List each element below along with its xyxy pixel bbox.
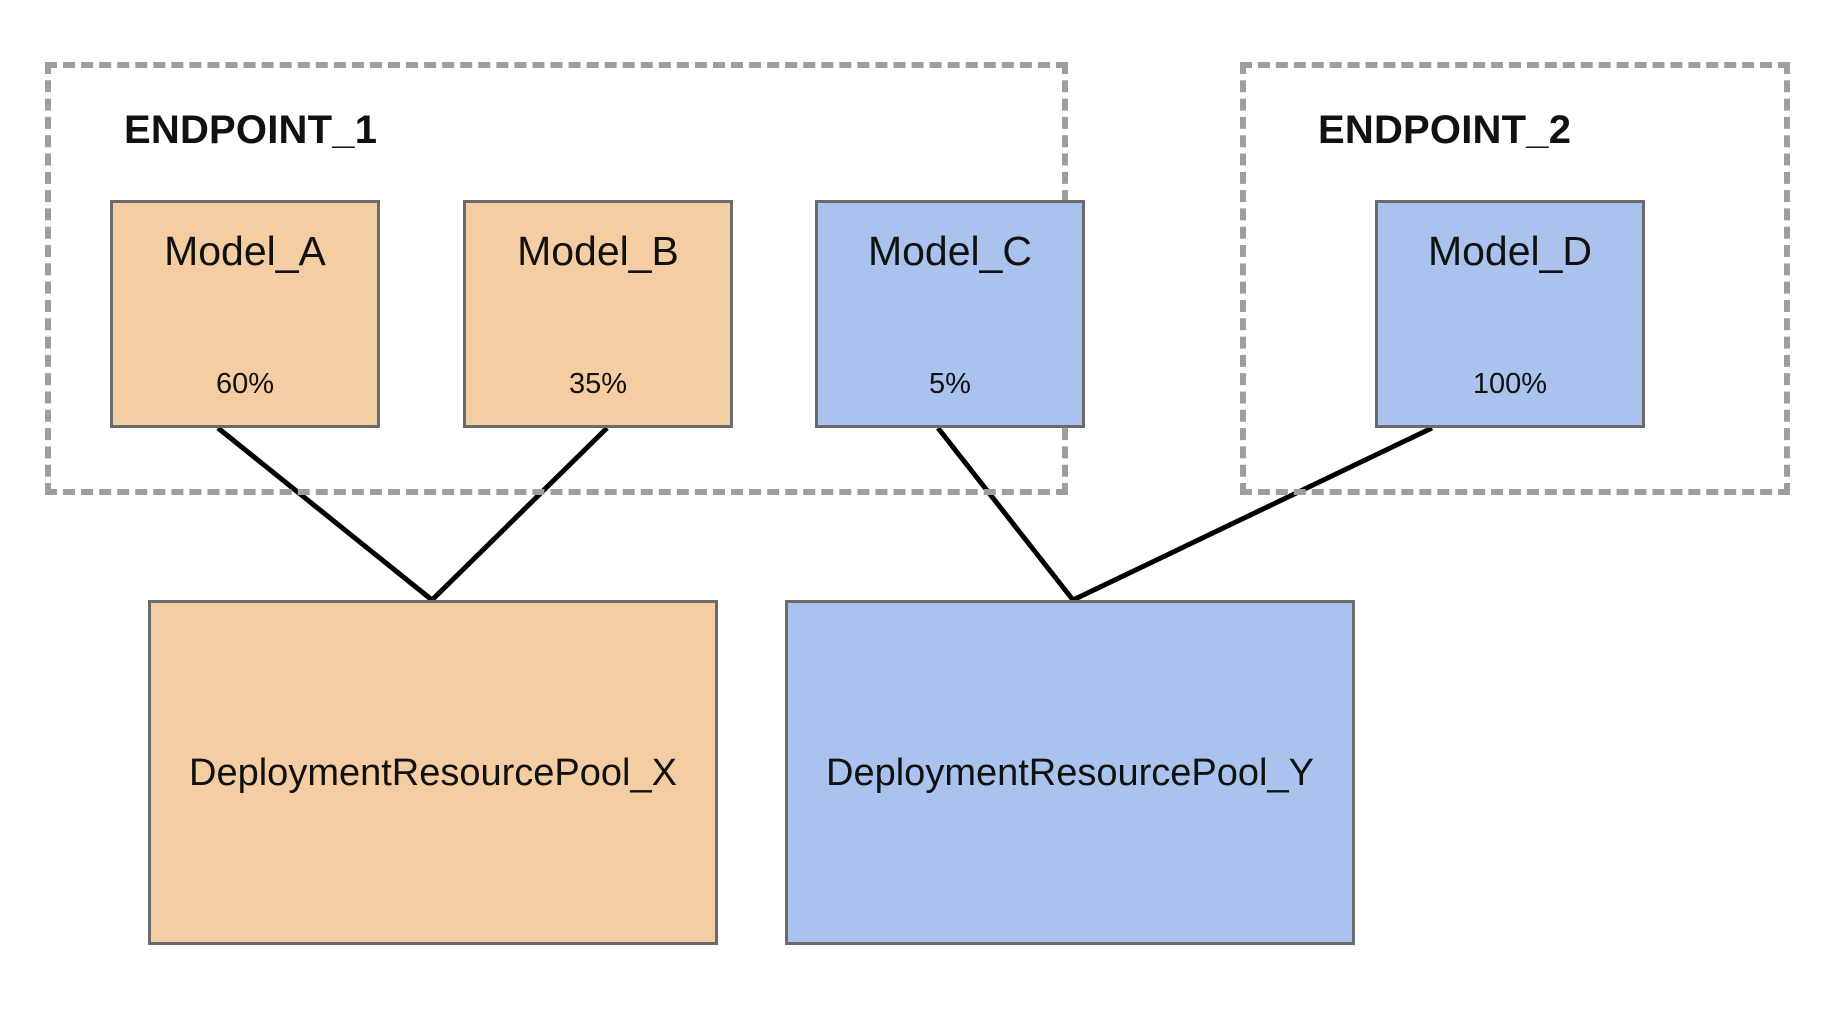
model-node-a[interactable]: Model_A 60% (110, 200, 380, 428)
model-b-name: Model_B (517, 228, 679, 274)
edge-model-b-pool-x (430, 426, 609, 602)
model-b-traffic-split: 35% (568, 368, 628, 400)
edge-model-a-pool-x (216, 426, 434, 602)
edge-model-c-pool-y (936, 426, 1075, 602)
model-c-traffic-split: 5% (929, 368, 971, 400)
model-node-c[interactable]: Model_C 5% (815, 200, 1085, 428)
pool-y-name: DeploymentResourcePool_Y (826, 751, 1314, 794)
model-node-b[interactable]: Model_B 35% (463, 200, 733, 428)
model-a-traffic-split: 60% (215, 368, 275, 400)
model-node-d[interactable]: Model_D 100% (1375, 200, 1645, 428)
model-a-name: Model_A (164, 228, 326, 274)
model-c-name: Model_C (867, 228, 1033, 274)
deployment-resource-pool-y[interactable]: DeploymentResourcePool_Y (785, 600, 1355, 945)
model-d-name: Model_D (1427, 228, 1593, 274)
endpoint-group-2[interactable] (1240, 62, 1790, 495)
deployment-resource-pool-x[interactable]: DeploymentResourcePool_X (148, 600, 718, 945)
endpoint-1-title: ENDPOINT_1 (124, 108, 378, 152)
edge-model-d-pool-y (1071, 425, 1434, 603)
endpoint-2-title: ENDPOINT_2 (1318, 108, 1572, 152)
pool-x-name: DeploymentResourcePool_X (189, 751, 677, 794)
model-d-traffic-split: 100% (1472, 368, 1548, 400)
